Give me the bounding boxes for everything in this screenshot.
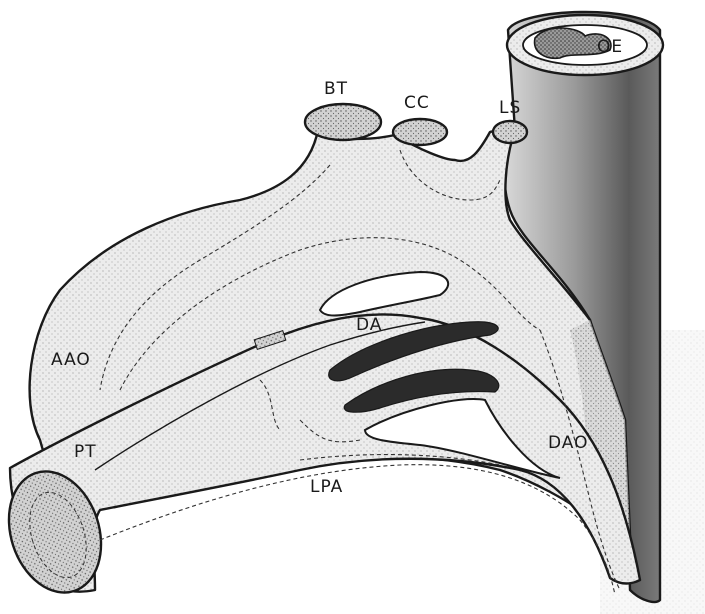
label-oe: OE xyxy=(597,37,623,57)
common-carotid xyxy=(393,119,447,145)
label-da: DA xyxy=(356,315,382,335)
label-cc: CC xyxy=(404,93,430,113)
label-bt: BT xyxy=(324,79,348,99)
label-lpa: LPA xyxy=(310,477,343,497)
label-pt: PT xyxy=(74,442,97,462)
brachiocephalic-trunk xyxy=(305,104,381,140)
label-ls: LS xyxy=(499,98,521,118)
label-aao: AAO xyxy=(51,350,91,370)
label-dao: DAO xyxy=(548,433,589,453)
left-subclavian xyxy=(493,121,527,143)
